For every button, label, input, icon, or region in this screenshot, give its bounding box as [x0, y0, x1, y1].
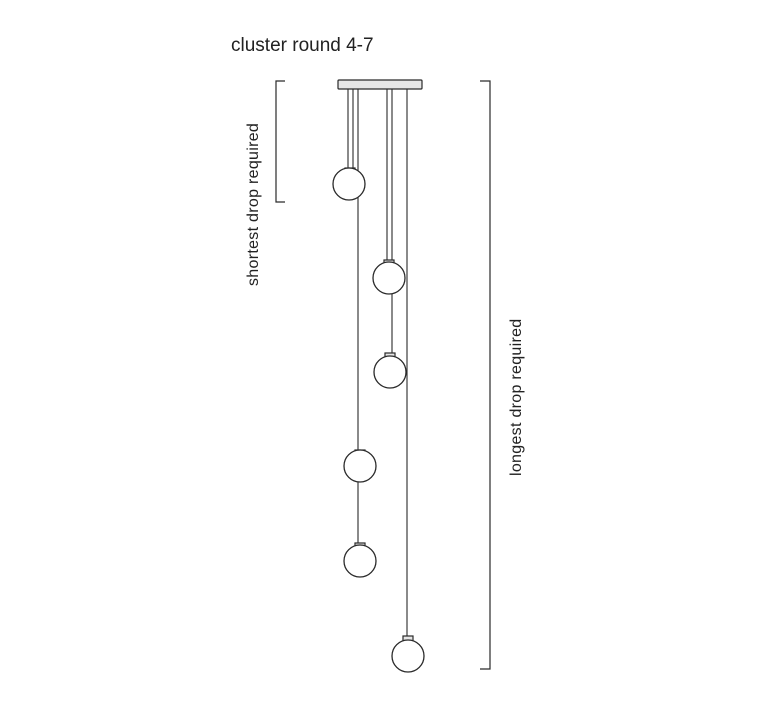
pendant-globes: [332, 167, 425, 673]
shortest-drop-bracket-line: [275, 80, 285, 203]
longest-drop-bracket-line: [480, 80, 491, 670]
pendant-cords: [347, 89, 408, 638]
longest-drop-bracket: [480, 80, 491, 670]
globe-2: [372, 261, 406, 295]
pendant-globe-3: [373, 352, 407, 389]
globe-6: [391, 639, 425, 673]
diagram-title: cluster round 4-7: [231, 35, 374, 56]
longest-drop-label: longest drop required: [508, 318, 525, 476]
pendant-globe-4: [343, 449, 377, 483]
globe-1: [332, 167, 366, 201]
globe-5: [343, 544, 377, 578]
globe-4: [343, 449, 377, 483]
pendant-globe-2: [372, 259, 406, 295]
globe-3: [373, 355, 407, 389]
pendant-globe-6: [391, 635, 425, 673]
pendant-globe-5: [343, 542, 377, 578]
shortest-drop-bracket: [275, 80, 285, 203]
shortest-drop-label: shortest drop required: [245, 123, 262, 286]
ceiling-canopy: [337, 79, 423, 90]
pendant-globe-1: [332, 167, 366, 201]
